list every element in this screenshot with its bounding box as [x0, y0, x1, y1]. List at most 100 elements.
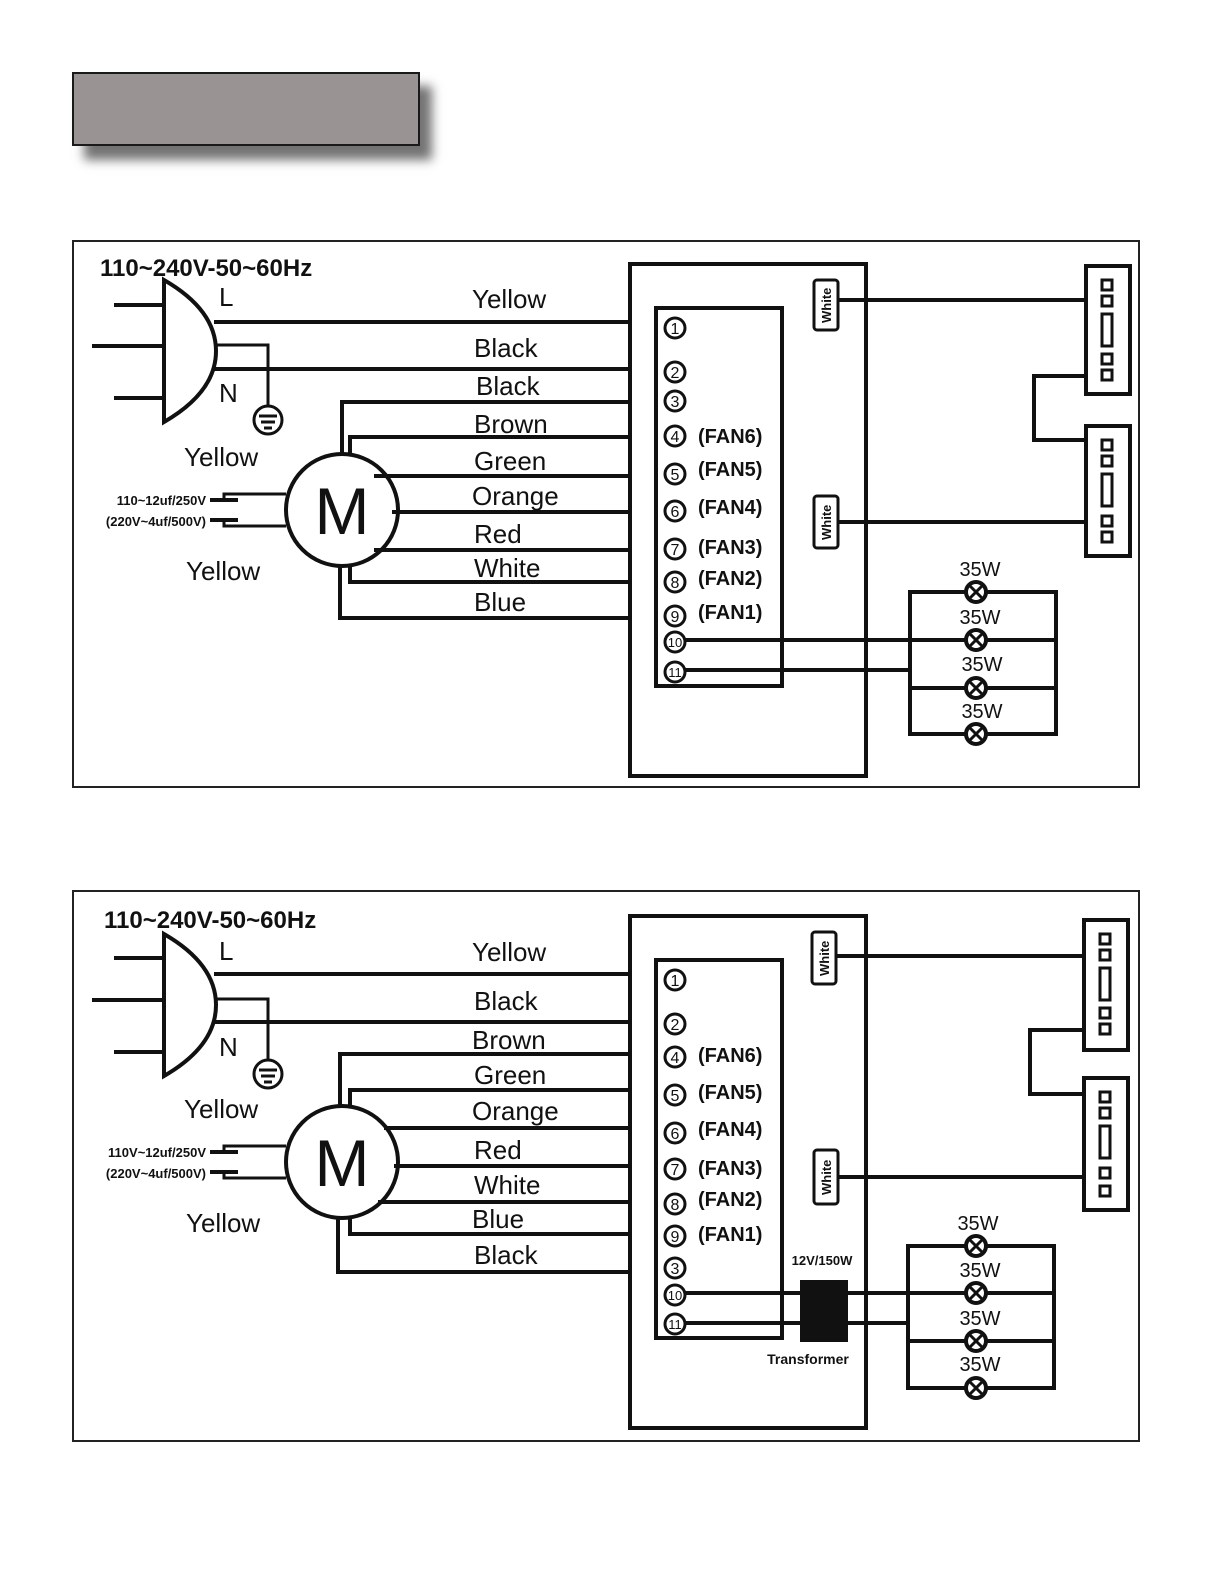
plug-line-label: L — [219, 936, 233, 966]
supply-voltage-label: 110~240V-50~60Hz — [104, 907, 316, 934]
terminal-6: 6 — [663, 499, 687, 523]
wire-label: Black — [474, 333, 539, 363]
terminal-10: 10 — [663, 630, 687, 654]
cap-wire-upper-label: Yellow — [184, 1094, 258, 1124]
svg-text:5: 5 — [671, 1088, 680, 1105]
lamp-wattage-label: 35W — [959, 1260, 1000, 1282]
fan-speed-label: (FAN2) — [698, 568, 762, 590]
fan-speed-label: (FAN3) — [698, 537, 762, 559]
motor-label: M — [315, 1126, 370, 1200]
board-link-wire — [1032, 374, 1086, 442]
white-connector-lower: White — [812, 494, 840, 550]
svg-text:2: 2 — [671, 365, 680, 382]
wire-black-3 — [336, 1218, 630, 1274]
terminal-5: 5 — [663, 462, 687, 486]
lamp-wattage-label: 35W — [961, 701, 1002, 723]
control-board-icon-upper — [1084, 264, 1132, 396]
svg-text:7: 7 — [671, 1162, 680, 1179]
wire-label: Brown — [474, 409, 548, 439]
lamp-wattage-label: 35W — [961, 654, 1002, 676]
ground-icon — [252, 1058, 284, 1090]
cap-wire-lower-label: Yellow — [186, 556, 260, 586]
terminal-3: 3 — [663, 389, 687, 413]
cap-wire-upper-label: Yellow — [184, 442, 258, 472]
terminal-1: 1 — [663, 316, 687, 340]
terminal-block — [654, 306, 784, 688]
wire-label: Orange — [472, 481, 559, 511]
plug-neutral-label: N — [219, 378, 238, 408]
lamp-icon — [964, 1329, 988, 1353]
capacitor-icon — [210, 1144, 286, 1180]
wire-blue — [338, 566, 630, 620]
section-title-box — [72, 72, 420, 146]
svg-text:8: 8 — [671, 575, 680, 592]
wire-blue — [348, 1217, 630, 1236]
terminal-8: 8 — [663, 1192, 687, 1216]
terminal-8: 8 — [663, 570, 687, 594]
svg-text:2: 2 — [671, 1017, 680, 1034]
white-connector-upper: White — [810, 930, 838, 986]
svg-text:6: 6 — [671, 504, 680, 521]
cap-wire-lower-label: Yellow — [186, 1208, 260, 1238]
plug-neutral-label: N — [219, 1032, 238, 1062]
wire-white — [348, 565, 630, 584]
control-board-icon-upper — [1082, 918, 1130, 1052]
svg-text:6: 6 — [671, 1126, 680, 1143]
wire-brown — [348, 435, 630, 455]
fan-speed-label: (FAN1) — [698, 1224, 762, 1246]
wiring-diagram-bottom-svg: 110~240V-50~60Hz L N M Yellow Yellow 1 10… — [92, 907, 1130, 1430]
lamp-wattage-label: 35W — [959, 1354, 1000, 1376]
svg-text:4: 4 — [671, 1050, 680, 1067]
lamp-icon — [964, 628, 988, 652]
svg-text:4: 4 — [671, 429, 680, 446]
wire-label: Black — [474, 986, 539, 1016]
ground-wire — [216, 343, 270, 406]
svg-text:1: 1 — [671, 973, 680, 990]
terminal-7: 7 — [663, 537, 687, 561]
terminal-9: 9 — [663, 604, 687, 628]
control-board-icon-lower — [1084, 424, 1132, 558]
terminal-7: 7 — [663, 1157, 687, 1181]
transformer-label: Transformer — [767, 1351, 849, 1367]
lamp-wattage-label: 35W — [959, 559, 1000, 581]
wire-label: Green — [474, 1060, 546, 1090]
supply-voltage-label: 110~240V-50~60Hz — [100, 255, 312, 282]
terminal-9: 9 — [663, 1224, 687, 1248]
capacitor-icon — [210, 492, 286, 528]
lamp-wattage-label: 35W — [957, 1213, 998, 1235]
lamp-icon — [964, 676, 988, 700]
svg-text:11: 11 — [668, 1317, 682, 1332]
svg-text:White: White — [819, 1160, 834, 1195]
svg-text:1: 1 — [671, 321, 680, 338]
terminal-2: 2 — [663, 360, 687, 384]
fan-speed-label: (FAN5) — [698, 459, 762, 481]
capacitor-rating-label: 110~12uf/250V — [117, 493, 207, 508]
capacitor-rating-alt-label: (220V~4uf/500V) — [106, 514, 206, 529]
svg-text:3: 3 — [671, 394, 680, 411]
wire-label: White — [474, 553, 540, 583]
wire-black-3 — [340, 400, 630, 454]
capacitor-rating-alt-label: (220V~4uf/500V) — [106, 1166, 206, 1181]
wire-label: Black — [474, 1240, 539, 1270]
terminal-2: 2 — [663, 1012, 687, 1036]
wire-label: Blue — [474, 587, 526, 617]
wiring-diagram-top: 110~240V-50~60Hz L N M Yellow Yellow 110… — [72, 240, 1140, 788]
lamp-icon — [964, 1234, 988, 1258]
terminal-4: 4 — [663, 1045, 687, 1069]
ground-icon — [252, 404, 284, 436]
svg-text:10: 10 — [668, 1288, 682, 1303]
svg-text:9: 9 — [671, 1229, 680, 1246]
terminal-5: 5 — [663, 1083, 687, 1107]
wire-label: Green — [474, 446, 546, 476]
terminal-3: 3 — [663, 1256, 687, 1280]
terminal-11: 11 — [663, 1312, 687, 1336]
wire-label: Red — [474, 1135, 522, 1165]
lamp-wattage-label: 35W — [959, 1308, 1000, 1330]
transformer-rating-label: 12V/150W — [792, 1253, 853, 1268]
fan-speed-label: (FAN6) — [698, 426, 762, 448]
svg-text:5: 5 — [671, 467, 680, 484]
wire-label: Black — [476, 371, 541, 401]
white-connector-upper: White — [812, 278, 840, 332]
wire-label: Orange — [472, 1096, 559, 1126]
control-box — [628, 914, 868, 1430]
